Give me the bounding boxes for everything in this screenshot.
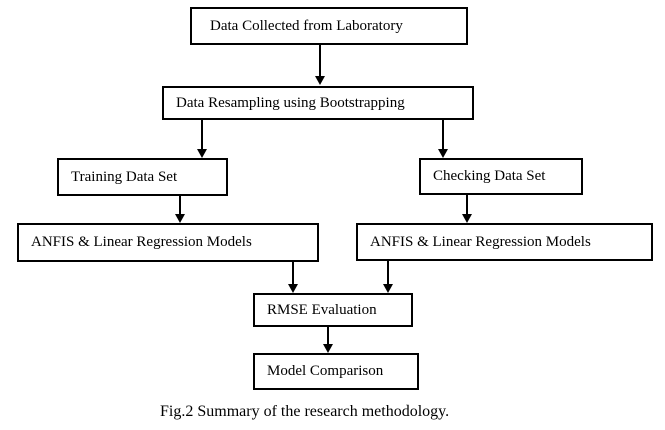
arrow-anfis-left-to-rmse bbox=[288, 262, 298, 293]
node-anfis-models-left: ANFIS & Linear Regression Models bbox=[17, 223, 319, 262]
arrow-shaft bbox=[179, 196, 181, 215]
arrow-anfis-right-to-rmse bbox=[383, 261, 393, 293]
arrow-shaft bbox=[319, 45, 321, 77]
node-data-collected-label: Data Collected from Laboratory bbox=[210, 17, 403, 34]
arrowhead-down-icon bbox=[288, 284, 298, 293]
arrowhead-down-icon bbox=[383, 284, 393, 293]
node-model-comparison-label: Model Comparison bbox=[267, 363, 384, 380]
arrow-shaft bbox=[327, 327, 329, 345]
arrow-training-to-anfis-left bbox=[175, 196, 185, 223]
node-data-collected: Data Collected from Laboratory bbox=[190, 7, 468, 45]
arrow-shaft bbox=[466, 195, 468, 215]
arrowhead-down-icon bbox=[323, 344, 333, 353]
arrow-shaft bbox=[201, 120, 203, 150]
arrowhead-down-icon bbox=[175, 214, 185, 223]
node-training-data-set: Training Data Set bbox=[57, 158, 228, 196]
arrow-shaft bbox=[387, 261, 389, 285]
node-data-resampling-label: Data Resampling using Bootstrapping bbox=[176, 94, 405, 111]
node-checking-data-set: Checking Data Set bbox=[419, 158, 583, 195]
node-model-comparison: Model Comparison bbox=[253, 353, 419, 390]
node-training-data-set-label: Training Data Set bbox=[71, 168, 178, 185]
arrow-shaft bbox=[442, 120, 444, 150]
arrow-resample-to-training bbox=[197, 120, 207, 158]
node-rmse-evaluation-label: RMSE Evaluation bbox=[267, 301, 377, 318]
node-data-resampling: Data Resampling using Bootstrapping bbox=[162, 86, 474, 120]
node-anfis-models-right: ANFIS & Linear Regression Models bbox=[356, 223, 653, 261]
arrow-resample-to-checking bbox=[438, 120, 448, 158]
arrow-shaft bbox=[292, 262, 294, 285]
node-anfis-models-left-label: ANFIS & Linear Regression Models bbox=[31, 234, 252, 251]
arrowhead-down-icon bbox=[197, 149, 207, 158]
figure-caption: Fig.2 Summary of the research methodolog… bbox=[160, 403, 450, 420]
arrowhead-down-icon bbox=[315, 76, 325, 85]
arrow-collect-to-resample bbox=[315, 45, 325, 85]
arrowhead-down-icon bbox=[462, 214, 472, 223]
node-checking-data-set-label: Checking Data Set bbox=[433, 168, 546, 185]
arrow-rmse-to-comparison bbox=[323, 327, 333, 353]
arrow-checking-to-anfis-right bbox=[462, 195, 472, 223]
arrowhead-down-icon bbox=[438, 149, 448, 158]
node-rmse-evaluation: RMSE Evaluation bbox=[253, 293, 413, 327]
node-anfis-models-right-label: ANFIS & Linear Regression Models bbox=[370, 233, 591, 250]
